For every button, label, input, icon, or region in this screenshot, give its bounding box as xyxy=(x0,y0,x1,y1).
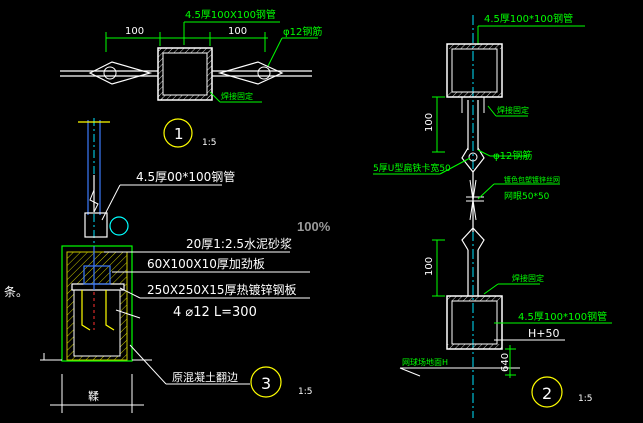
top-tube-spec-label: 4.5厚100*100钢管 xyxy=(484,12,573,25)
dim-left-label: 100 xyxy=(125,26,144,37)
zoom-level-indicator: 100% xyxy=(297,219,331,234)
edge-text-fragment: 条。 xyxy=(4,285,28,299)
plate1-label: 60X100X10厚加劲板 xyxy=(147,257,265,271)
base-dim-label: 鞣 xyxy=(88,389,99,403)
callout-number-2: 2 xyxy=(542,384,552,403)
wire-tie-right xyxy=(217,61,284,85)
bottom-tube-spec-label: 4.5厚100*100钢管 xyxy=(518,310,607,323)
concrete-label: 原混凝土翻边 xyxy=(172,370,238,384)
anchor-label: 4 ⌀12 L=300 xyxy=(173,305,257,320)
detail-3: 4.5厚00*100钢管 20厚1:2.5水泥砂浆 60X100X10厚加劲板 … xyxy=(4,118,312,413)
anchor-bar xyxy=(105,290,115,331)
anchor-bar xyxy=(81,290,91,331)
weld-note-top: 焊接固定 xyxy=(497,105,529,115)
weld-note: 焊接固定 xyxy=(221,91,253,101)
ground-note: 网球场地面H xyxy=(402,357,448,367)
tube-section-small xyxy=(84,212,108,238)
bottom-tube-section xyxy=(446,295,503,350)
scale-label-3: 1:5 xyxy=(298,387,312,397)
steel-tube-section xyxy=(157,47,213,101)
foundation-outline xyxy=(61,245,133,362)
tube-spec-label-3: 4.5厚00*100钢管 xyxy=(136,169,235,184)
callout-circle-3 xyxy=(250,366,282,398)
tube-spec-label: 4.5厚100X100钢管 xyxy=(185,8,276,21)
stiffener-plate xyxy=(83,265,111,285)
u-clip-bottom xyxy=(461,227,485,251)
bar-spec-label: φ12钢筋 xyxy=(283,25,322,38)
bar-spec-label-2: φ12钢筋 xyxy=(493,149,532,162)
callout-number-1: 1 xyxy=(174,125,184,143)
wire-tie-left xyxy=(88,61,153,85)
mortar-label: 20厚1:2.5水泥砂浆 xyxy=(186,236,292,251)
scale-label-2: 1:5 xyxy=(578,394,592,404)
height-note: H+50 xyxy=(528,327,560,340)
detail-1: 4.5厚100X100钢管 100 100 φ12钢筋 焊接固定 xyxy=(60,8,322,148)
dim-right-label: 100 xyxy=(228,26,247,37)
top-tube-section xyxy=(446,43,503,98)
callout-circle-2 xyxy=(531,376,563,408)
plate2-label: 250X250X15厚热镀锌钢板 xyxy=(147,283,297,297)
dim-depth-label: 640 xyxy=(500,353,511,372)
weld-note-bottom: 焊接固定 xyxy=(512,273,544,283)
scale-label-1: 1:5 xyxy=(202,138,216,148)
wire-note: 镀色包塑镀锌丝网 xyxy=(504,175,560,184)
base-plate xyxy=(71,283,125,291)
mesh-spec: 网眼50*50 xyxy=(504,191,550,202)
callout-number-3: 3 xyxy=(261,374,271,393)
callout-circle-1 xyxy=(163,118,193,148)
dim-bottom-label: 100 xyxy=(424,257,435,276)
dim-top-label: 100 xyxy=(424,113,435,132)
detail-2: 4.5厚100*100钢管 焊接固定 100 5厚U型扁铁卡宽50 φ12钢筋 xyxy=(373,12,612,418)
ushape-note: 5厚U型扁铁卡宽50 xyxy=(373,162,451,174)
